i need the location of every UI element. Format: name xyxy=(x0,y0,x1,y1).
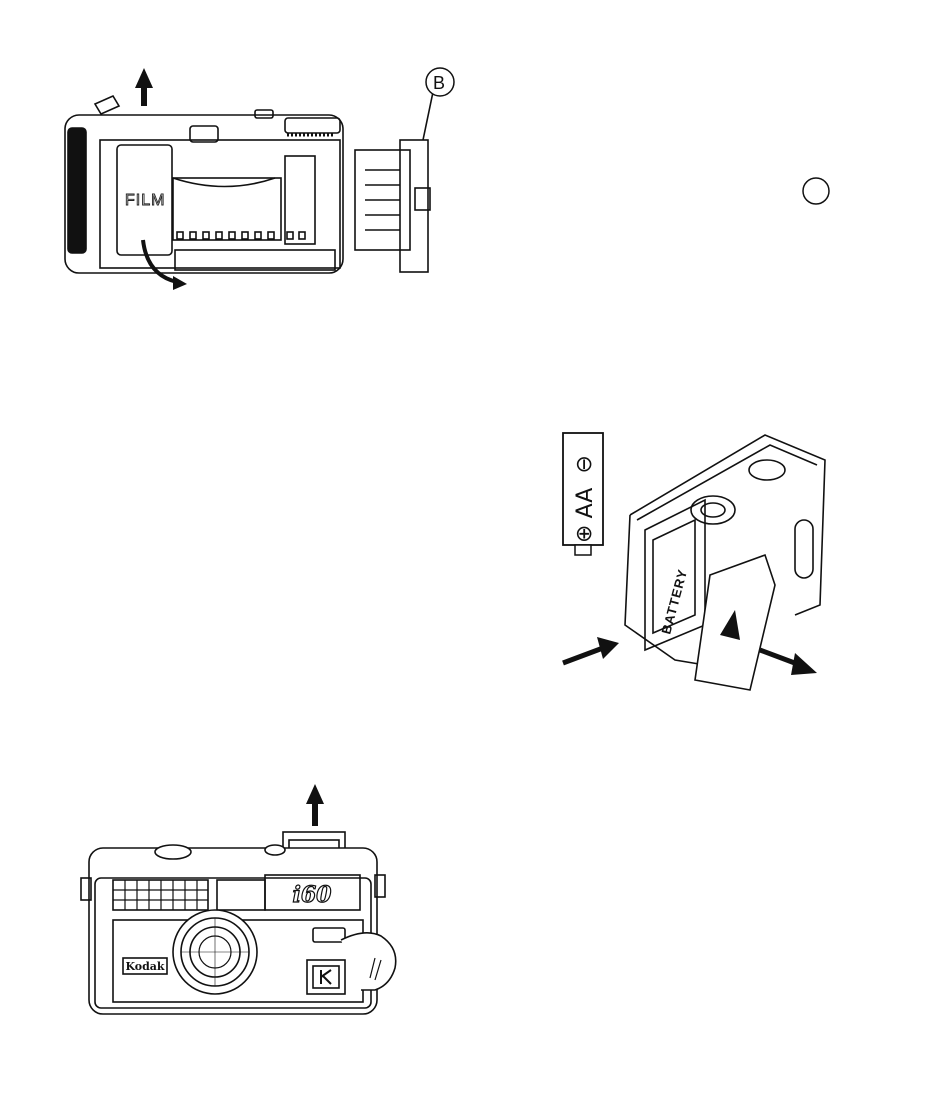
slide-arrow-icon xyxy=(760,650,817,675)
camera-grip xyxy=(68,128,86,253)
compartment-label: BATTERY xyxy=(658,567,690,636)
brand-label: Kodak xyxy=(125,960,164,973)
battery-figure: ⊖ AA ⊕ BATTERY xyxy=(555,425,840,695)
empty-callout xyxy=(801,176,831,206)
battery-type-label: AA xyxy=(573,488,598,519)
battery-drawing: ⊖ AA ⊕ BATTERY xyxy=(555,425,840,695)
camera-front-figure: i60 Kodak xyxy=(75,780,415,1030)
callout-leader-line xyxy=(423,92,433,140)
empty-callout-circle xyxy=(803,178,829,204)
battery-plus: ⊕ xyxy=(572,525,597,543)
up-arrow-icon xyxy=(306,784,324,826)
film-loading-figure: FILM B xyxy=(55,60,475,300)
camera-front-drawing: i60 Kodak xyxy=(75,780,415,1030)
battery-minus: ⊖ xyxy=(572,455,597,473)
up-arrow-icon xyxy=(135,68,153,106)
callout-label: B xyxy=(433,73,445,93)
model-label: i60 xyxy=(293,882,333,908)
aa-battery: ⊖ AA ⊕ xyxy=(563,433,603,555)
push-arrow-icon xyxy=(563,637,619,663)
film-label: FILM xyxy=(125,192,165,209)
back-door xyxy=(400,140,428,272)
film-loading-drawing: FILM B xyxy=(55,60,475,300)
